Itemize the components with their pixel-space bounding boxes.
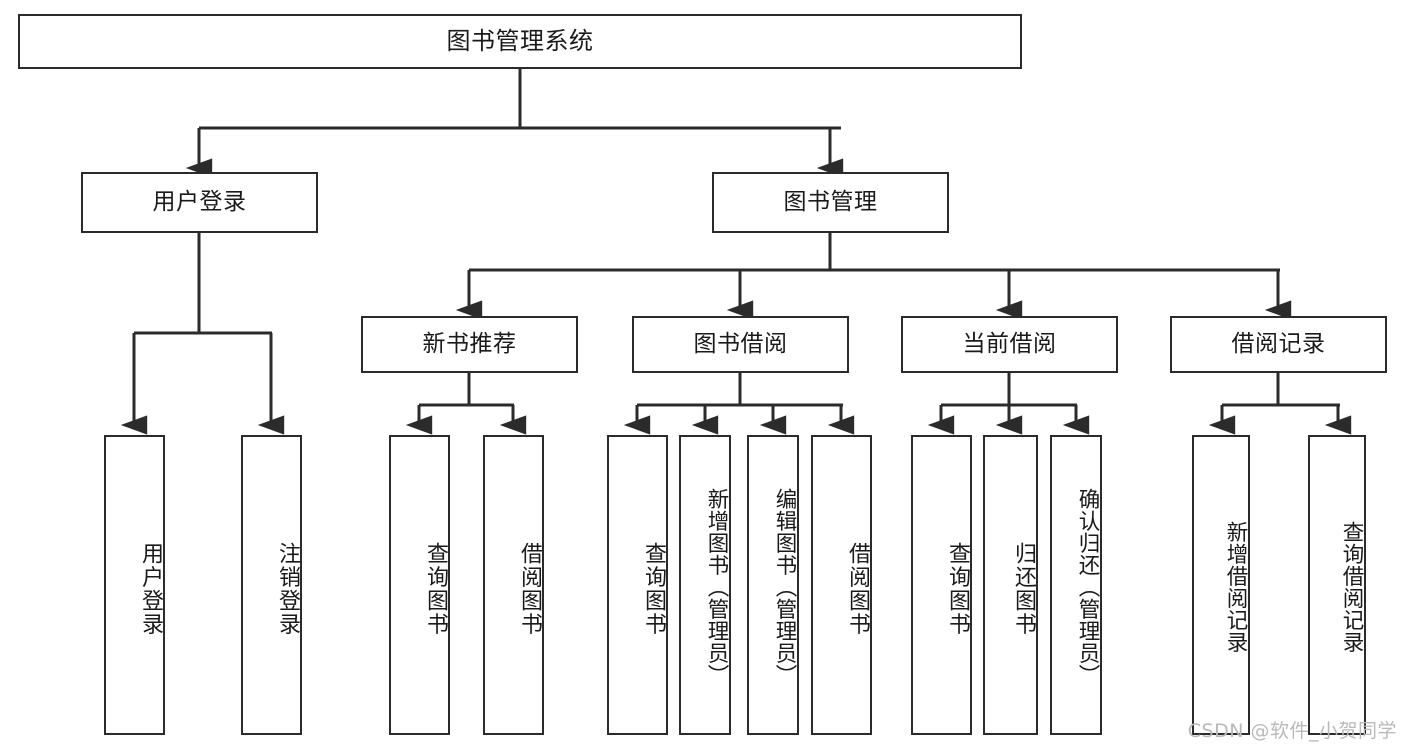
- leaf-label: 借阅图书: [845, 542, 870, 636]
- leaf-borrow-book-1[interactable]: 借阅图书: [483, 435, 544, 735]
- leaf-query-book-3[interactable]: 查询图书: [911, 435, 972, 735]
- leaf-label: 新增图书（管理员）: [704, 488, 729, 686]
- node-borrow-record[interactable]: 借阅记录: [1170, 316, 1387, 373]
- leaf-label: 借阅图书: [517, 542, 542, 636]
- leaf-return-book[interactable]: 归还图书: [983, 435, 1038, 735]
- leaf-edit-book-admin[interactable]: 编辑图书（管理员）: [747, 435, 799, 735]
- leaf-label: 查询图书: [945, 542, 970, 636]
- watermark-text: CSDN @软件_小贺同学: [1187, 720, 1397, 742]
- leaf-add-borrow-record[interactable]: 新增借阅记录: [1192, 435, 1250, 735]
- leaf-confirm-return-admin[interactable]: 确认归还（管理员）: [1050, 435, 1102, 735]
- leaf-borrow-book-2[interactable]: 借阅图书: [811, 435, 872, 735]
- leaf-query-borrow-record[interactable]: 查询借阅记录: [1308, 435, 1366, 735]
- leaf-label: 编辑图书（管理员）: [772, 488, 797, 686]
- node-book-borrow[interactable]: 图书借阅: [632, 316, 849, 373]
- leaf-label: 确认归还（管理员）: [1075, 488, 1100, 686]
- leaf-query-book-2[interactable]: 查询图书: [607, 435, 668, 735]
- leaf-label: 查询图书: [423, 542, 448, 636]
- node-user-login[interactable]: 用户登录: [81, 172, 318, 233]
- leaf-label: 用户登录: [138, 542, 163, 636]
- node-new-book-recommend[interactable]: 新书推荐: [361, 316, 578, 373]
- leaf-label: 归还图书: [1011, 542, 1036, 636]
- leaf-label: 新增借阅记录: [1223, 521, 1248, 653]
- leaf-user-login[interactable]: 用户登录: [104, 435, 165, 735]
- leaf-logout[interactable]: 注销登录: [241, 435, 302, 735]
- node-current-borrow[interactable]: 当前借阅: [901, 316, 1118, 373]
- leaf-label: 查询图书: [641, 542, 666, 636]
- leaf-query-book-1[interactable]: 查询图书: [389, 435, 450, 735]
- leaf-label: 查询借阅记录: [1339, 521, 1364, 653]
- leaf-label: 注销登录: [275, 542, 300, 636]
- leaf-add-book-admin[interactable]: 新增图书（管理员）: [679, 435, 731, 735]
- node-root-system[interactable]: 图书管理系统: [18, 14, 1022, 69]
- node-book-management[interactable]: 图书管理: [712, 172, 949, 233]
